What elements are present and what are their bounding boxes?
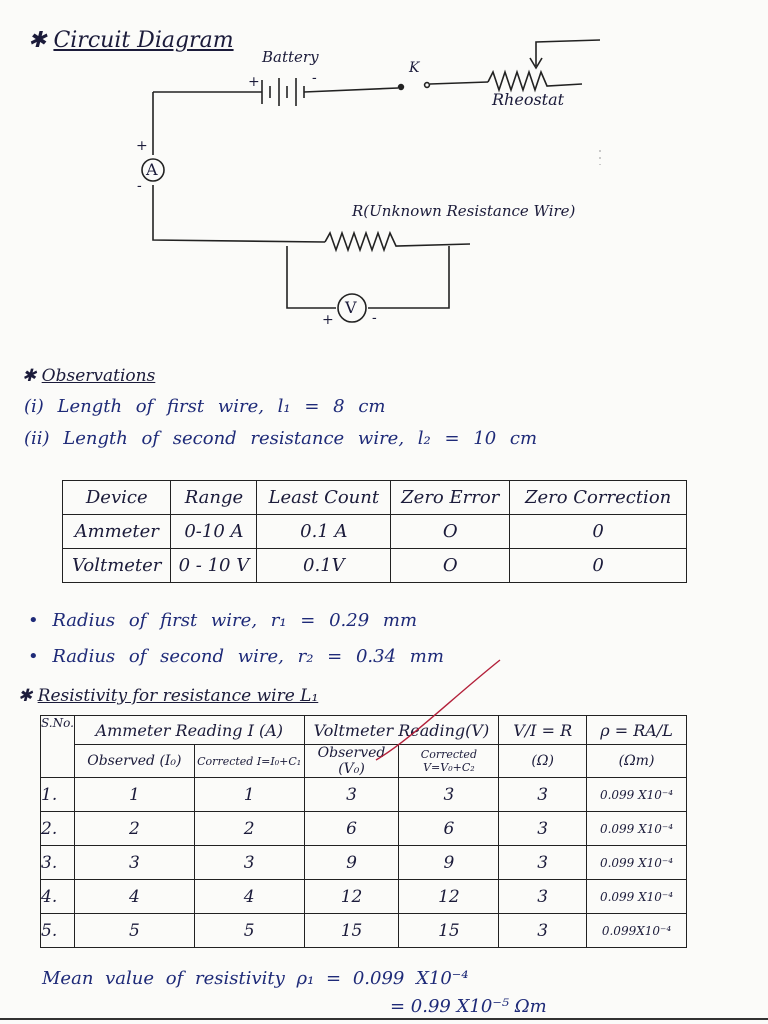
cell-voltmeter-corrected: 12 bbox=[398, 879, 500, 914]
header-voltmeter-observed: Observed (V₀) bbox=[303, 744, 400, 778]
circuit-diagram bbox=[141, 39, 601, 323]
cell-ammeter-corrected: 3 bbox=[193, 845, 305, 880]
cell-voltmeter-observed: 15 bbox=[303, 913, 400, 948]
cell-ammeter-corrected: 2 bbox=[193, 811, 305, 846]
radius-line-1: • Radius of first wire, r₁ = 0.29 mm bbox=[28, 610, 418, 631]
cell-ammeter-observed: 5 bbox=[73, 913, 195, 948]
voltmeter-symbol: V bbox=[345, 298, 357, 317]
asterisk: ✱ bbox=[18, 686, 38, 706]
cell-sno: 5. bbox=[40, 913, 75, 948]
rheostat-label: Rheostat bbox=[492, 90, 565, 109]
battery-plus: + bbox=[248, 74, 260, 90]
cell-sno: 4. bbox=[40, 879, 75, 914]
cell-resistance: 3 bbox=[498, 913, 588, 948]
ammeter-plus: + bbox=[136, 138, 148, 154]
ammeter-minus: - bbox=[137, 178, 142, 194]
battery-label: Battery bbox=[262, 48, 319, 66]
observation-item-2: (ii) Length of second resistance wire, l… bbox=[24, 428, 538, 449]
cell-ammeter-observed: 3 bbox=[73, 845, 195, 880]
cell-voltmeter-corrected: 15 bbox=[398, 913, 500, 948]
cell-resistance: 3 bbox=[498, 879, 588, 914]
voltmeter-minus: - bbox=[372, 310, 377, 326]
cell-voltmeter-observed: 6 bbox=[303, 811, 400, 846]
resistance-label: R(Unknown Resistance Wire) bbox=[352, 202, 576, 220]
cell-least-count: 0.1V bbox=[256, 548, 392, 583]
cell-resistivity: 0.099 X10⁻⁴ bbox=[586, 879, 687, 914]
cell-resistivity: 0.099 X10⁻⁴ bbox=[586, 845, 687, 880]
cell-sno: 1. bbox=[40, 777, 75, 812]
mean-resistivity: Mean value of resistivity ρ₁ = 0.099 X10… bbox=[42, 968, 469, 989]
cell-ammeter-observed: 2 bbox=[73, 811, 195, 846]
bullet: • bbox=[28, 610, 53, 631]
cell-voltmeter-observed: 3 bbox=[303, 777, 400, 812]
radius-line-2: • Radius of second wire, r₂ = 0.34 mm bbox=[28, 646, 444, 667]
header-ammeter-observed: Observed (I₀) bbox=[73, 744, 195, 778]
cell-ammeter-observed: 1 bbox=[73, 777, 195, 812]
mean-resistivity-converted: = 0.99 X10⁻⁵ Ωm bbox=[390, 996, 547, 1017]
table-row: Ammeter 0-10 A 0.1 A O 0 bbox=[61, 514, 687, 549]
cell-voltmeter-corrected: 3 bbox=[398, 777, 500, 812]
header-least-count: Least Count bbox=[256, 480, 392, 515]
cell-range: 0-10 A bbox=[170, 514, 258, 549]
asterisk: ✱ bbox=[22, 366, 42, 386]
cell-resistance: 3 bbox=[498, 811, 588, 846]
header-range: Range bbox=[170, 480, 258, 515]
observation-item-1: (i) Length of first wire, l₁ = 8 cm bbox=[24, 396, 386, 417]
cell-resistivity: 0.099 X10⁻⁴ bbox=[586, 811, 687, 846]
cell-zero-error: O bbox=[390, 548, 511, 583]
header-device: Device bbox=[61, 480, 172, 515]
bullet: • bbox=[28, 646, 53, 667]
header-voltmeter: Voltmeter Reading(V) bbox=[303, 715, 500, 745]
cell-zero-error: O bbox=[390, 514, 511, 549]
header-sno: S.No. bbox=[40, 715, 75, 778]
cell-resistivity: 0.099 X10⁻⁴ bbox=[586, 777, 687, 812]
cell-device: Ammeter bbox=[61, 514, 172, 549]
cell-resistance: 3 bbox=[498, 845, 588, 880]
cell-ammeter-corrected: 4 bbox=[193, 879, 305, 914]
cell-least-count: 0.1 A bbox=[256, 514, 392, 549]
battery-minus: - bbox=[312, 70, 317, 86]
cell-zero-correction: 0 bbox=[509, 514, 687, 549]
cell-sno: 3. bbox=[40, 845, 75, 880]
table-row: Voltmeter 0 - 10 V 0.1V O 0 bbox=[61, 548, 687, 583]
cell-voltmeter-observed: 9 bbox=[303, 845, 400, 880]
header-zero-correction: Zero Correction bbox=[509, 480, 687, 515]
cell-device: Voltmeter bbox=[61, 548, 172, 583]
resistivity-title: ✱ Resistivity for resistance wire L₁ bbox=[18, 686, 319, 706]
cell-voltmeter-observed: 12 bbox=[303, 879, 400, 914]
device-table: Device Range Least Count Zero Error Zero… bbox=[61, 480, 687, 583]
header-resistance-unit: (Ω) bbox=[498, 744, 588, 778]
header-ammeter-corrected: Corrected I=I₀+C₁ bbox=[193, 744, 305, 778]
header-rho: ρ = RA/L bbox=[586, 715, 687, 745]
cell-range: 0 - 10 V bbox=[170, 548, 258, 583]
cell-voltmeter-corrected: 6 bbox=[398, 811, 500, 846]
header-zero-error: Zero Error bbox=[390, 480, 511, 515]
cell-sno: 2. bbox=[40, 811, 75, 846]
header-voltmeter-corrected: Corrected V=V₀+C₂ bbox=[398, 744, 500, 778]
cell-voltmeter-corrected: 9 bbox=[398, 845, 500, 880]
voltmeter-plus: + bbox=[322, 312, 334, 328]
header-ammeter: Ammeter Reading I (A) bbox=[73, 715, 305, 745]
cell-zero-correction: 0 bbox=[509, 548, 687, 583]
asterisk: ✱ bbox=[28, 28, 54, 53]
observations-title: ✱ Observations bbox=[22, 366, 156, 386]
cell-resistance: 3 bbox=[498, 777, 588, 812]
resistivity-table: S.No. Ammeter Reading I (A) Voltmeter Re… bbox=[40, 715, 687, 948]
cell-resistivity: 0.099X10⁻⁴ bbox=[586, 913, 687, 948]
ammeter-symbol: A bbox=[146, 160, 158, 179]
header-v-over-i: V/I = R bbox=[498, 715, 588, 745]
header-rho-unit: (Ωm) bbox=[586, 744, 687, 778]
cell-ammeter-observed: 4 bbox=[73, 879, 195, 914]
circuit-title: ✱ Circuit Diagram bbox=[28, 28, 234, 53]
cell-ammeter-corrected: 1 bbox=[193, 777, 305, 812]
cell-ammeter-corrected: 5 bbox=[193, 913, 305, 948]
bottom-rule bbox=[0, 1018, 768, 1020]
key-label: K bbox=[409, 60, 420, 76]
